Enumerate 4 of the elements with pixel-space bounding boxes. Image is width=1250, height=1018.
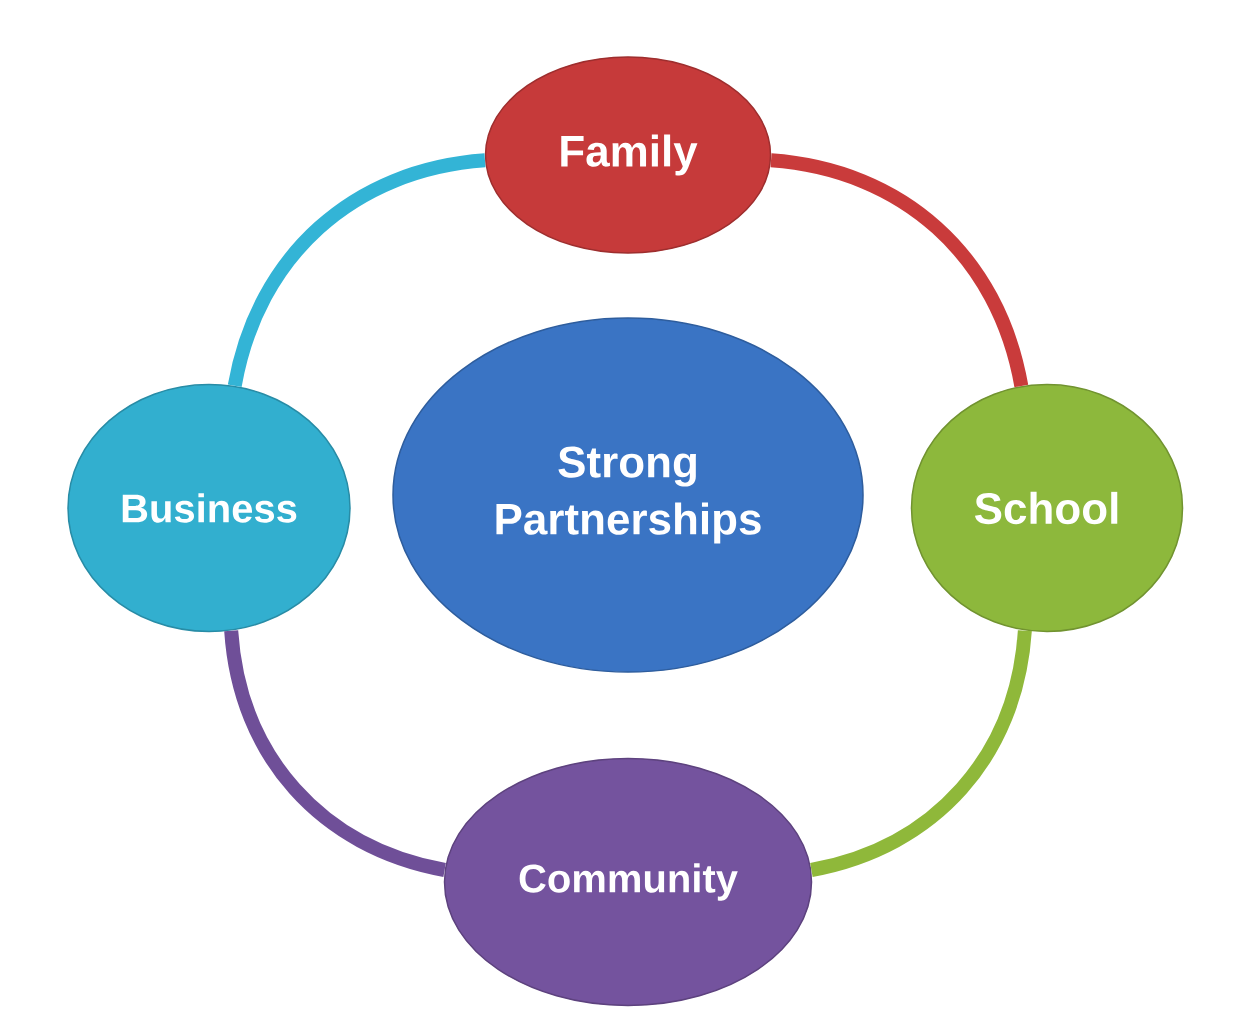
- ring-segment: [224, 629, 447, 877]
- ring-segment: [227, 153, 486, 388]
- ring-segment: [770, 153, 1029, 388]
- ring-segment: [809, 629, 1032, 877]
